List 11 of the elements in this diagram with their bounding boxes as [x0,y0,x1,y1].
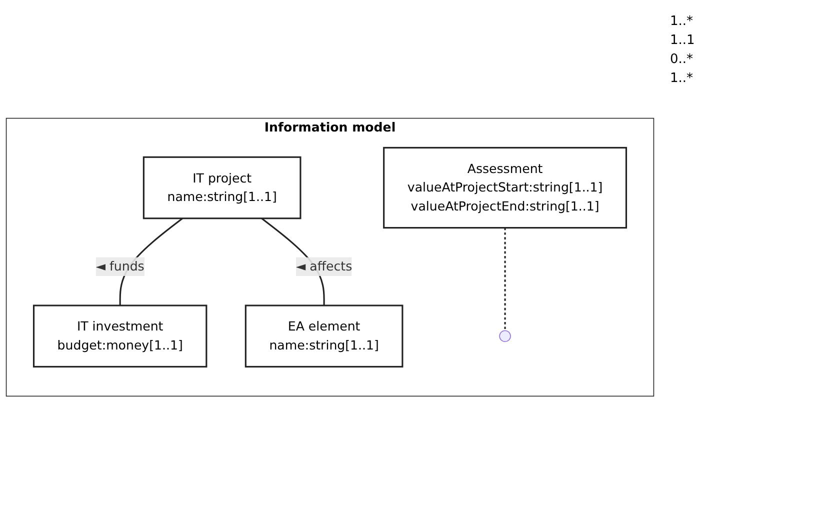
node-box: IT investment budget:money[1..1] [32,304,208,368]
edge-label: ◄ affects [296,259,352,274]
connector [504,228,506,331]
multiplicity-label: 1..1 [670,33,696,48]
multiplicity-label: 1..* [670,14,694,29]
node-box: IT project name:string[1..1] [142,156,302,220]
edge-label: ◄ funds [96,259,144,274]
multiplicity-label: 0..* [670,52,694,67]
node-box: Assessment valueAtProjectStart:string[1..1] valueAtProjectEnd:string[1..1] [383,147,628,229]
node-box: EA element name:string[1..1] [244,304,404,368]
multiplicity-label: 1..* [670,71,694,86]
